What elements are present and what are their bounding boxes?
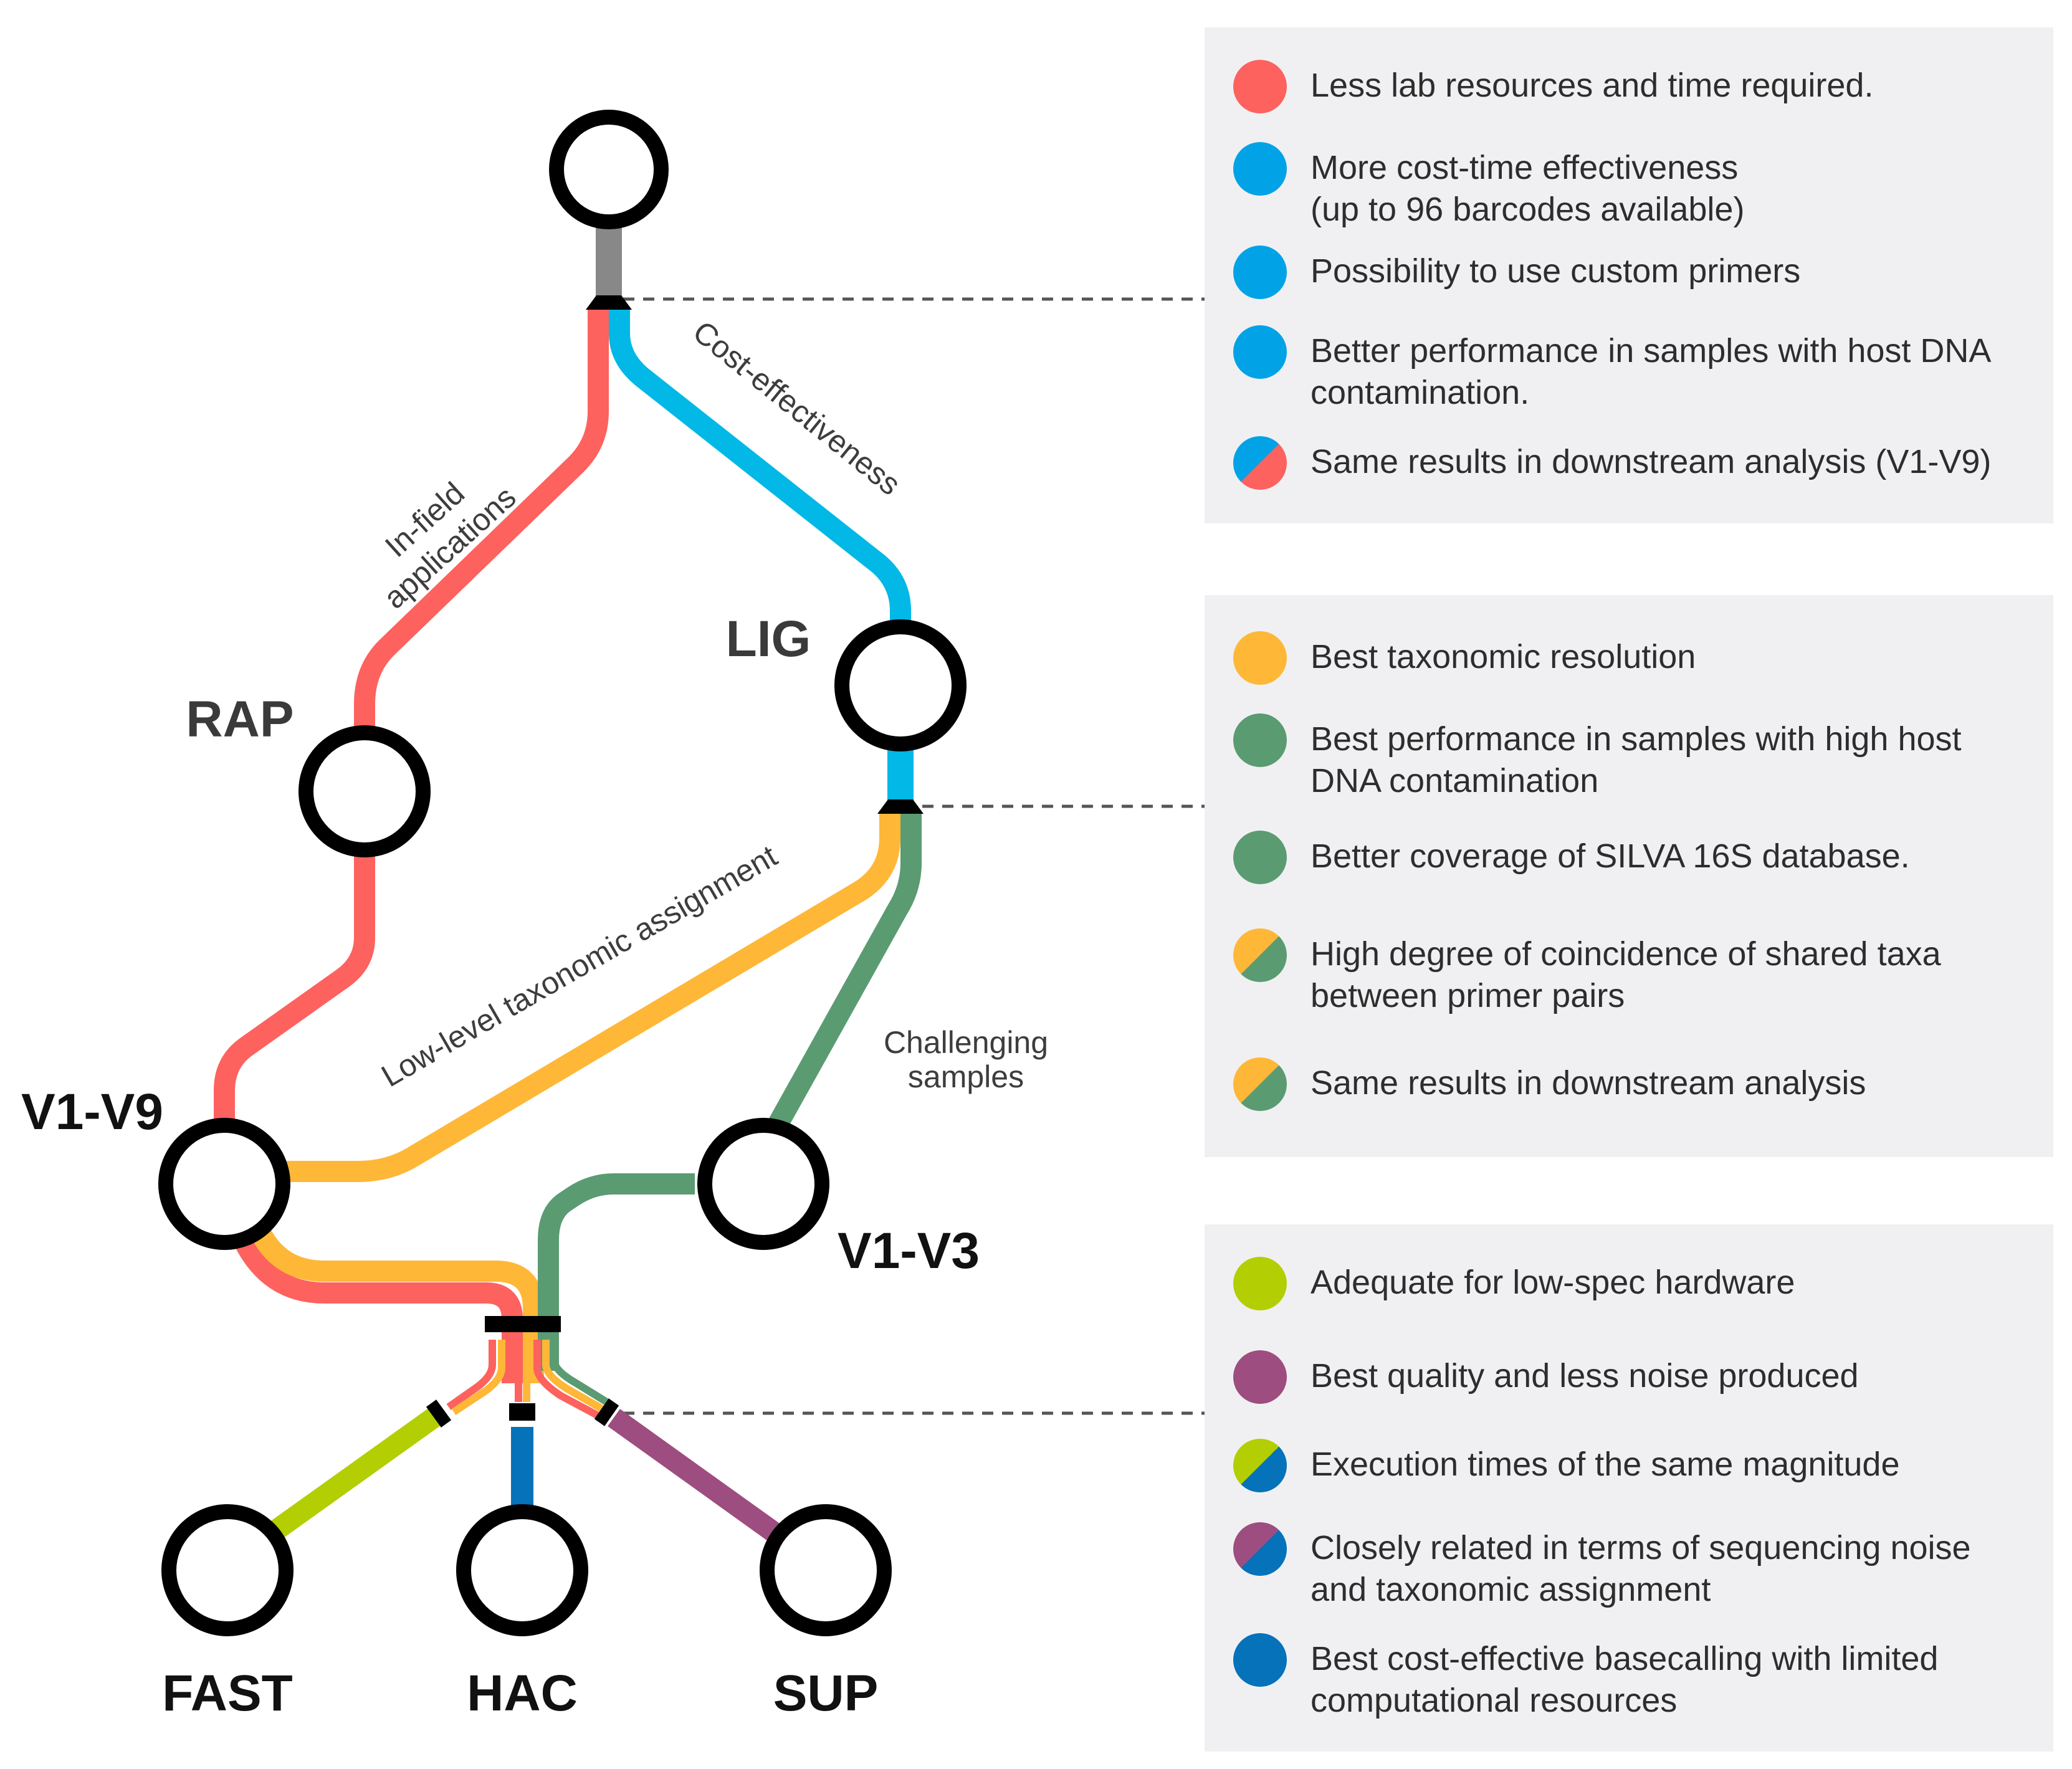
hac-tick [509, 1403, 535, 1421]
list-item: Better coverage of SILVA 16S database. [1233, 831, 2028, 884]
color-dot [1233, 246, 1287, 299]
rap-label: RAP [186, 691, 294, 748]
list-item: Same results in downstream analysis [1233, 1057, 2028, 1111]
color-dot [1233, 831, 1287, 884]
lig-node[interactable] [834, 619, 967, 751]
route-cost-effectiveness [609, 308, 911, 629]
fast-label: FAST [162, 1665, 293, 1722]
list-item: Execution times of the same magnitude [1233, 1439, 2028, 1492]
list-item: Best quality and less noise produced [1233, 1350, 2028, 1404]
list-item: Less lab resources and time required. [1233, 60, 2028, 113]
challenging-label-2: samples [908, 1059, 1024, 1094]
route-rap-v1v9 [214, 835, 375, 1140]
panel-basecalling: Adequate for low-spec hardware Best qual… [1205, 1224, 2053, 1752]
color-dot [1233, 631, 1287, 685]
route-low-level [284, 813, 900, 1182]
hac-label: HAC [467, 1665, 578, 1722]
color-dot [1233, 60, 1287, 113]
v1v9-node[interactable] [158, 1118, 290, 1250]
color-dot [1233, 142, 1287, 196]
v1v3-label: V1-V3 [838, 1223, 980, 1279]
list-item: Better performance in samples with host … [1233, 325, 2028, 414]
pipeline-diagram: RAP LIG V1-V9 V1-V3 FAST HAC SUP In-fiel… [21, 110, 1205, 1722]
fast-node[interactable] [161, 1504, 294, 1636]
route-in-field [354, 308, 609, 748]
list-item: High degree of coincidence of shared tax… [1233, 928, 2028, 1017]
list-item: Best cost-effective basecalling with lim… [1233, 1633, 2028, 1722]
list-item: More cost-time effectiveness (up to 96 b… [1233, 142, 2028, 231]
list-item: Same results in downstream analysis (V1-… [1233, 436, 2028, 490]
color-dot [1233, 1522, 1287, 1576]
route-v1v9-orange [246, 1217, 544, 1383]
bottom-junction-bar [485, 1316, 561, 1332]
sup-label: SUP [773, 1665, 879, 1722]
rap-node[interactable] [298, 725, 431, 857]
route-fast [268, 1407, 442, 1540]
root-node[interactable] [549, 110, 669, 229]
root-junction-marker [586, 295, 632, 310]
list-item: Best performance in samples with high ho… [1233, 713, 2028, 802]
challenging-label-1: Challenging [884, 1025, 1048, 1060]
route-v1v3-green [538, 1173, 695, 1371]
list-item: Possibility to use custom primers [1233, 246, 2028, 299]
panel-primer-region: Best taxonomic resolution Best performan… [1205, 595, 2053, 1157]
sup-node[interactable] [760, 1504, 892, 1636]
fast-tick [426, 1399, 452, 1428]
v1v3-node[interactable] [697, 1118, 829, 1250]
lig-label: LIG [726, 611, 811, 667]
list-item: Adequate for low-spec hardware [1233, 1257, 2028, 1310]
sup-tick [594, 1398, 619, 1426]
color-dot [1233, 436, 1287, 490]
color-dot [1233, 713, 1287, 767]
route-challenging [766, 813, 922, 1133]
color-dot [1233, 1057, 1287, 1111]
hac-node[interactable] [456, 1504, 588, 1636]
v1v9-label: V1-V9 [21, 1084, 163, 1140]
route-sup [608, 1409, 785, 1545]
panel-library-prep: Less lab resources and time required. Mo… [1205, 27, 2053, 523]
color-dot [1233, 1257, 1287, 1310]
color-dot [1233, 1633, 1287, 1687]
list-item: Closely related in terms of sequencing n… [1233, 1522, 2028, 1611]
color-dot [1233, 928, 1287, 982]
cost-effectiveness-label: Cost-effectiveness [687, 314, 907, 502]
route-v1v9-red [227, 1220, 523, 1383]
list-item: Best taxonomic resolution [1233, 631, 2028, 685]
lig-junction-marker [877, 799, 924, 814]
color-dot [1233, 1350, 1287, 1404]
color-dot [1233, 1439, 1287, 1492]
color-dot [1233, 325, 1287, 379]
fan-lines [446, 1340, 613, 1419]
